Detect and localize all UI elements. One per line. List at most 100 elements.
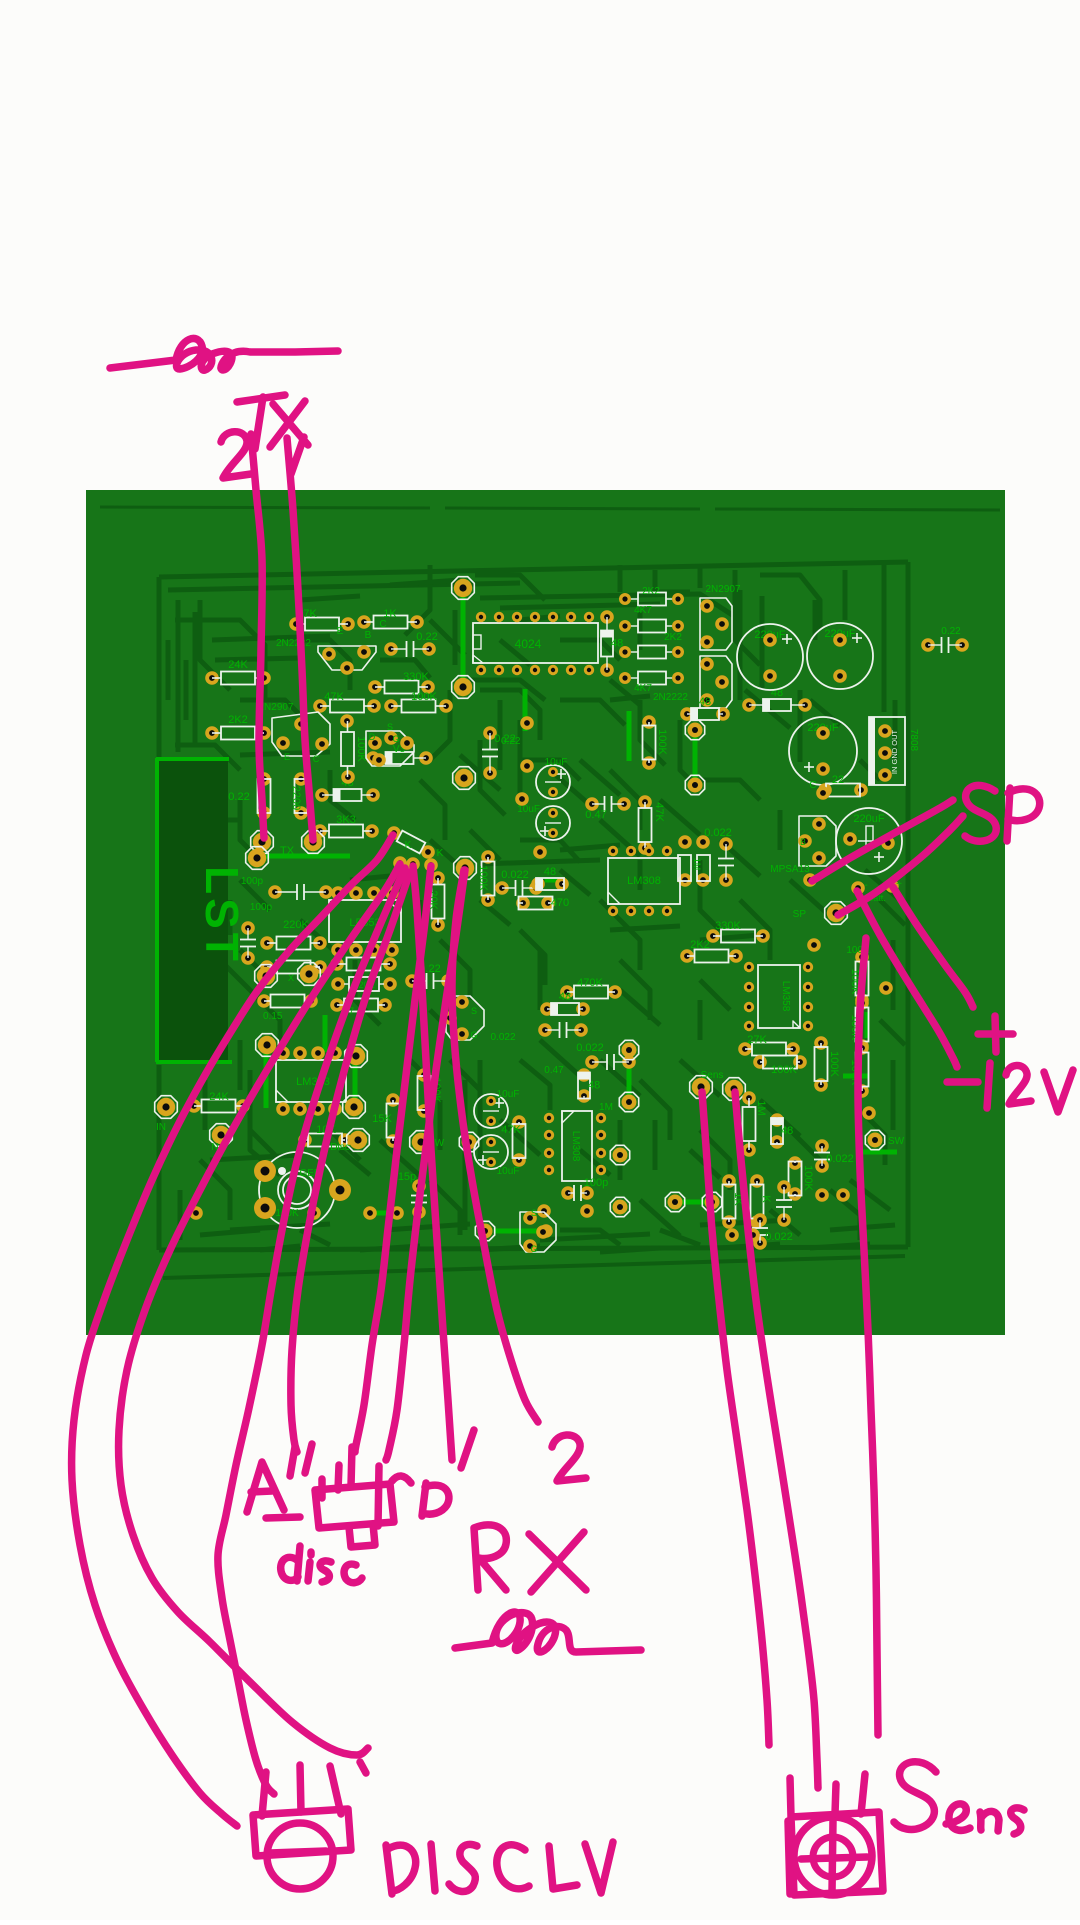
svg-text:330K: 330K bbox=[403, 671, 429, 683]
svg-text:batt.: batt. bbox=[868, 893, 886, 903]
svg-text:0.22: 0.22 bbox=[416, 631, 437, 643]
svg-text:2N2907: 2N2907 bbox=[705, 584, 740, 595]
svg-text:24K: 24K bbox=[209, 1091, 229, 1103]
svg-text:330K: 330K bbox=[715, 920, 741, 932]
svg-text:220K: 220K bbox=[353, 980, 374, 990]
svg-text:4024: 4024 bbox=[515, 637, 542, 651]
svg-text:TX: TX bbox=[280, 845, 295, 857]
svg-text:470K: 470K bbox=[577, 977, 603, 989]
svg-text:220uF: 220uF bbox=[853, 813, 884, 825]
svg-text:2200: 2200 bbox=[290, 786, 302, 810]
svg-text:48: 48 bbox=[588, 1080, 600, 1092]
svg-text:SW: SW bbox=[428, 1138, 445, 1149]
svg-text:0.022: 0.022 bbox=[490, 1032, 515, 1043]
svg-text:7808: 7808 bbox=[908, 729, 919, 752]
svg-text:0.022: 0.022 bbox=[765, 1231, 793, 1243]
svg-text:E: E bbox=[337, 626, 344, 637]
svg-text:22: 22 bbox=[832, 774, 844, 786]
svg-text:0.47: 0.47 bbox=[585, 809, 606, 821]
svg-text:IN GND OUT: IN GND OUT bbox=[890, 730, 899, 775]
svg-text:220K: 220K bbox=[283, 919, 309, 931]
svg-text:Sens: Sens bbox=[701, 1070, 724, 1081]
svg-text:4K7: 4K7 bbox=[634, 683, 652, 694]
svg-text:C: C bbox=[809, 780, 816, 791]
svg-text:C: C bbox=[379, 619, 386, 630]
svg-text:SW: SW bbox=[888, 1136, 905, 1147]
svg-text:IN: IN bbox=[156, 1122, 166, 1133]
svg-text:100K: 100K bbox=[411, 691, 437, 703]
svg-text:D: D bbox=[369, 732, 376, 742]
svg-text:G: G bbox=[392, 734, 399, 744]
svg-text:0.15: 0.15 bbox=[263, 1011, 283, 1022]
svg-text:S: S bbox=[387, 722, 393, 732]
svg-text:K: K bbox=[760, 1195, 772, 1203]
svg-text:0.22: 0.22 bbox=[941, 626, 961, 637]
svg-text:2N2907: 2N2907 bbox=[258, 702, 293, 713]
svg-text:100p: 100p bbox=[241, 876, 264, 887]
svg-text:24K: 24K bbox=[228, 659, 248, 671]
svg-text:3K3: 3K3 bbox=[336, 814, 356, 826]
svg-text:48: 48 bbox=[544, 866, 556, 878]
svg-text:B: B bbox=[365, 630, 372, 641]
svg-text:LM308: LM308 bbox=[570, 1131, 581, 1162]
svg-text:2K2: 2K2 bbox=[690, 939, 710, 951]
svg-text:48: 48 bbox=[559, 991, 571, 1003]
svg-text:0.47: 0.47 bbox=[544, 1065, 564, 1076]
svg-text:SP: SP bbox=[793, 909, 807, 920]
svg-text:47K: 47K bbox=[324, 691, 344, 703]
svg-text:2N2222: 2N2222 bbox=[653, 692, 688, 703]
svg-text:47K: 47K bbox=[501, 1124, 521, 1136]
svg-text:LM308: LM308 bbox=[627, 875, 661, 887]
svg-text:48: 48 bbox=[611, 638, 623, 650]
svg-text:0.22: 0.22 bbox=[494, 733, 515, 745]
svg-text:-: - bbox=[864, 880, 867, 891]
svg-text:100K: 100K bbox=[477, 865, 489, 891]
svg-text:G: G bbox=[470, 1030, 477, 1040]
svg-text:S: S bbox=[531, 1208, 537, 1218]
svg-text:48: 48 bbox=[699, 696, 711, 708]
svg-text:MPSA13: MPSA13 bbox=[770, 864, 810, 875]
svg-text:27K: 27K bbox=[747, 1034, 767, 1046]
svg-text:15p: 15p bbox=[398, 1171, 416, 1183]
svg-text:4K7: 4K7 bbox=[634, 605, 652, 616]
svg-text:100K: 100K bbox=[846, 945, 870, 956]
svg-text:0.022: 0.022 bbox=[704, 827, 732, 839]
svg-text:1M: 1M bbox=[755, 1100, 767, 1115]
svg-text:470: 470 bbox=[551, 897, 569, 909]
svg-text:2K2: 2K2 bbox=[642, 586, 660, 597]
svg-text:10uF: 10uF bbox=[497, 1089, 520, 1100]
svg-text:0.22: 0.22 bbox=[228, 791, 249, 803]
svg-text:10uF: 10uF bbox=[517, 804, 540, 815]
svg-text:1M: 1M bbox=[692, 858, 702, 871]
svg-text:+: + bbox=[896, 879, 902, 890]
svg-text:C: C bbox=[313, 754, 320, 764]
svg-text:47K: 47K bbox=[653, 802, 665, 822]
svg-text:100K: 100K bbox=[656, 729, 668, 755]
svg-text:K: K bbox=[437, 848, 444, 859]
svg-text:48: 48 bbox=[781, 1125, 793, 1137]
svg-text:Disc: Disc bbox=[330, 1142, 349, 1153]
svg-text:B: B bbox=[800, 837, 806, 847]
svg-text:15K: 15K bbox=[372, 1113, 392, 1125]
svg-text:X: X bbox=[288, 973, 294, 983]
svg-text:10uF: 10uF bbox=[497, 1166, 520, 1177]
svg-text:K: K bbox=[405, 840, 412, 851]
svg-text:V3: V3 bbox=[393, 744, 406, 755]
svg-text:10uF: 10uF bbox=[545, 757, 568, 768]
svg-text:1K: 1K bbox=[383, 608, 397, 620]
svg-text:GEB: GEB bbox=[299, 1168, 320, 1179]
svg-text:2K2: 2K2 bbox=[228, 714, 248, 726]
svg-text:E: E bbox=[284, 752, 290, 762]
svg-text:0.22: 0.22 bbox=[501, 736, 521, 747]
svg-text:G: G bbox=[530, 1244, 537, 1254]
svg-text:2K2: 2K2 bbox=[664, 632, 682, 643]
svg-text:0.022: 0.022 bbox=[576, 1042, 604, 1054]
svg-text:S: S bbox=[471, 1006, 477, 1016]
svg-text:100K: 100K bbox=[355, 736, 367, 762]
svg-text:LM358: LM358 bbox=[780, 981, 791, 1012]
svg-text:100K: 100K bbox=[802, 1165, 814, 1191]
svg-text:2N2222: 2N2222 bbox=[276, 638, 311, 649]
svg-text:0.022: 0.022 bbox=[501, 869, 529, 881]
svg-text:100K: 100K bbox=[771, 1064, 797, 1076]
svg-text:0.022: 0.022 bbox=[826, 1153, 854, 1165]
